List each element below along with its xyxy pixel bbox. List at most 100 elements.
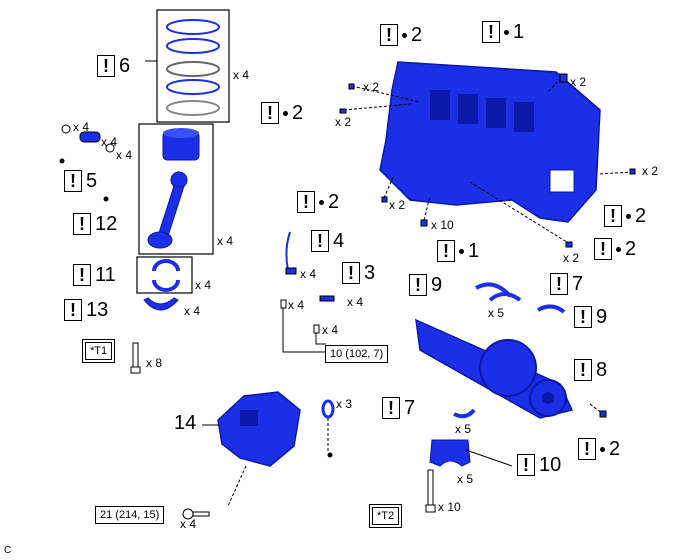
callout-14[interactable]: 14 <box>174 410 196 436</box>
bullet-icon <box>616 246 621 252</box>
rod-cap-icon <box>143 297 179 311</box>
tool-label-t2: *T2 <box>369 504 403 528</box>
callout-12[interactable]: !12 <box>73 211 117 237</box>
qty-label: x 4 <box>300 267 317 281</box>
callout-number: 10 <box>539 454 562 476</box>
callout-3[interactable]: !3 <box>342 260 375 286</box>
bullet-icon <box>319 199 324 205</box>
marker-dot <box>59 158 65 164</box>
qty-label: x 4 <box>73 120 90 134</box>
callout-7-top[interactable]: !7 <box>550 271 583 297</box>
callout-number: 12 <box>95 213 118 235</box>
qty-label: x 2 <box>563 251 580 265</box>
callout-2-right[interactable]: !2 <box>604 203 646 229</box>
callout-number: 1 <box>468 240 480 262</box>
qty-label: x 2 <box>335 115 352 129</box>
callout-7-bottom[interactable]: !7 <box>382 395 415 421</box>
callout-4[interactable]: !4 <box>311 228 344 254</box>
callout-8[interactable]: !8 <box>574 357 607 383</box>
bullet-icon <box>459 248 464 254</box>
oil-jet-leaders <box>282 308 326 353</box>
piston-icon <box>162 128 200 161</box>
callout-11[interactable]: !11 <box>73 262 116 288</box>
qty-label: x 4 <box>180 517 197 531</box>
caution-icon: ! <box>550 273 568 295</box>
callout-number: 2 <box>328 191 340 213</box>
main-bearing-icons <box>537 304 566 314</box>
o-ring-icon <box>321 399 335 419</box>
marker-dot <box>103 196 109 202</box>
callout-number: 2 <box>635 205 647 227</box>
caution-icon: ! <box>97 55 115 77</box>
caution-icon: ! <box>73 264 91 286</box>
qty-label: x 4 <box>347 295 364 309</box>
caution-icon: ! <box>578 438 596 460</box>
qty-label: x 8 <box>146 356 163 370</box>
rod-bolt-icon <box>130 342 141 374</box>
snap-ring-icons <box>61 124 115 153</box>
qty-label: x 5 <box>488 306 505 320</box>
callout-number: 9 <box>596 306 608 328</box>
callout-number: 2 <box>625 238 637 260</box>
callout-2-top[interactable]: !2 <box>380 22 422 48</box>
caution-icon: ! <box>64 170 82 192</box>
main-bolt-icon <box>425 469 436 513</box>
callout-number: 13 <box>86 299 109 321</box>
callout-2-bottom[interactable]: !2 <box>594 236 636 262</box>
qty-label: x 2 <box>642 164 659 178</box>
qty-label: x 4 <box>217 234 234 248</box>
callout-2-crank[interactable]: !2 <box>578 436 620 462</box>
qty-label: x 4 <box>184 304 201 318</box>
rod-bearing-icon <box>152 259 180 292</box>
footnote: C <box>4 545 12 556</box>
thrust-washer-icons <box>453 282 522 419</box>
callout-number: 6 <box>119 55 131 77</box>
qty-label: x 4 <box>195 278 212 292</box>
callout-1-bottom[interactable]: !1 <box>437 238 479 264</box>
qty-label: x 10 <box>431 218 454 232</box>
callout-2-mid[interactable]: !2 <box>297 189 339 215</box>
callout-9-right[interactable]: !9 <box>574 304 607 330</box>
piston-pin-icon <box>79 131 101 143</box>
callout-number: 5 <box>86 170 98 192</box>
block-plug-leaders <box>343 77 634 245</box>
callout-10[interactable]: !10 <box>517 452 561 478</box>
oil-pump-icon <box>217 391 301 467</box>
bullet-icon <box>504 29 509 35</box>
qty-label: x 4 <box>233 68 250 82</box>
caution-icon: ! <box>261 102 279 124</box>
bullet-icon <box>626 213 631 219</box>
caution-icon: ! <box>604 205 622 227</box>
qty-label: x 2 <box>389 198 406 212</box>
callout-6[interactable]: !6 <box>97 53 130 79</box>
callout-13[interactable]: !13 <box>64 297 108 323</box>
caution-icon: ! <box>382 397 400 419</box>
callout-number: 11 <box>95 264 116 286</box>
caution-icon: ! <box>380 24 398 46</box>
callout-number: 3 <box>364 262 376 284</box>
qty-label: x 2 <box>570 75 587 89</box>
qty-label: x 4 <box>101 135 118 149</box>
callout-number: 7 <box>404 397 416 419</box>
caution-icon: ! <box>437 240 455 262</box>
callout-number: 2 <box>609 438 621 460</box>
crankshaft-icon <box>415 318 574 419</box>
caution-icon: ! <box>594 238 612 260</box>
tool-label-t1: *T1 <box>82 339 116 363</box>
qty-label: x 3 <box>336 397 353 411</box>
caution-icon: ! <box>64 299 82 321</box>
callout-9-left[interactable]: !9 <box>409 272 442 298</box>
callout-number: 14 <box>174 412 197 434</box>
connecting-rod-icon <box>147 171 188 249</box>
callout-number: 4 <box>333 230 345 252</box>
callout-1-top[interactable]: !1 <box>482 19 524 45</box>
callout-number: 8 <box>596 359 608 381</box>
callout-number: 2 <box>411 24 423 46</box>
callout-2-left[interactable]: !2 <box>261 100 303 126</box>
qty-label: x 10 <box>438 500 461 514</box>
caution-icon: ! <box>482 21 500 43</box>
callout-5[interactable]: !5 <box>64 168 97 194</box>
piston-ring-icons <box>166 19 220 116</box>
block-plug-icons <box>339 73 636 248</box>
bullet-icon <box>600 446 605 452</box>
